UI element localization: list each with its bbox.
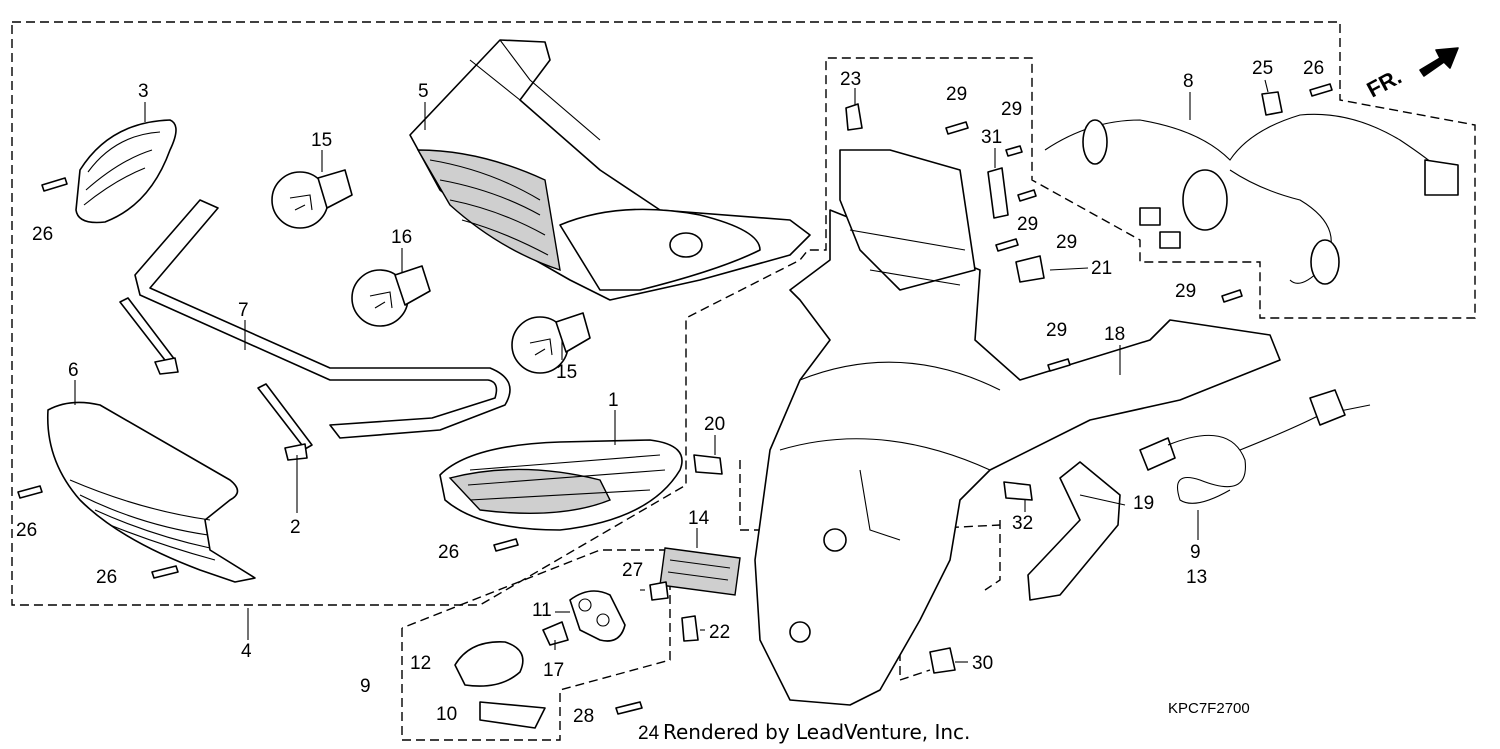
callout-29-d: 29 <box>1056 232 1077 253</box>
callout-29-a: 29 <box>946 84 967 105</box>
callout-20: 20 <box>704 414 725 435</box>
callout-11: 11 <box>532 600 552 621</box>
part-31-clamp <box>987 167 1009 219</box>
part-15-bulb-lower <box>511 312 591 374</box>
callout-1: 1 <box>608 390 619 411</box>
callout-26-d: 26 <box>438 542 459 563</box>
callout-14: 14 <box>688 508 710 529</box>
part-11-license-light <box>569 590 626 642</box>
part-6-taillight-lens-left <box>46 401 256 583</box>
callout-5: 5 <box>418 81 429 102</box>
part-22-clip <box>681 615 699 642</box>
callout-8: 8 <box>1183 71 1194 92</box>
fasteners <box>17 83 1333 715</box>
callout-28: 28 <box>573 706 594 727</box>
part-12-license-lens <box>454 641 524 687</box>
callout-24: 24 <box>638 723 660 744</box>
callout-7: 7 <box>238 300 249 321</box>
callout-21: 21 <box>1091 258 1112 279</box>
direction-label: FR. <box>1363 64 1406 103</box>
part-1-taillight-lens-right <box>439 439 683 531</box>
callout-27: 27 <box>622 560 643 581</box>
part-10-gasket <box>479 701 546 729</box>
callout-26-c: 26 <box>96 567 117 588</box>
group-outlines <box>11 21 1476 741</box>
callout-29-c: 29 <box>1017 214 1038 235</box>
front-direction-arrow: FR. <box>1363 47 1459 103</box>
callout-31: 31 <box>981 127 1002 148</box>
part-23-clip <box>845 103 863 131</box>
callout-9-group: 9 <box>360 676 371 697</box>
part-8-wire-harness <box>1044 113 1459 285</box>
part-7-seal <box>134 199 511 439</box>
part-19-bracket <box>1027 461 1121 601</box>
part-18-rear-fender <box>754 149 1281 706</box>
part-14-reflector <box>659 547 741 596</box>
callout-26-e: 26 <box>1303 58 1324 79</box>
part-15-bulb-upper <box>271 169 353 229</box>
callout-3: 3 <box>138 81 149 102</box>
callout-9-harness: 9 <box>1190 542 1201 563</box>
callout-29-f: 29 <box>1046 320 1067 341</box>
part-2-clips <box>119 297 313 461</box>
callout-labels: 1 2 3 4 5 6 7 8 9 9 10 11 12 13 14 15 15… <box>16 58 1324 744</box>
callout-15-lower: 15 <box>556 362 577 383</box>
callout-6: 6 <box>68 360 79 381</box>
callout-4: 4 <box>241 641 252 662</box>
callout-29-b: 29 <box>1001 99 1022 120</box>
callout-23: 23 <box>840 69 861 90</box>
callout-16: 16 <box>391 227 412 248</box>
callout-17: 17 <box>543 660 564 681</box>
callout-13: 13 <box>1186 567 1207 588</box>
callout-15-upper: 15 <box>311 130 332 151</box>
callout-22: 22 <box>709 622 730 643</box>
callout-30: 30 <box>972 653 993 674</box>
leader-lines <box>74 79 1269 663</box>
callout-19: 19 <box>1133 493 1154 514</box>
callout-25: 25 <box>1252 58 1273 79</box>
credit-text: Rendered by LeadVenture, Inc. <box>663 720 970 744</box>
callout-32: 32 <box>1012 513 1033 534</box>
callout-10: 10 <box>436 704 457 725</box>
part-16-bulb <box>351 265 431 327</box>
part-17-clip <box>542 621 569 646</box>
part-5-rear-cowl <box>409 39 811 301</box>
callout-18: 18 <box>1104 324 1125 345</box>
callout-26-b: 26 <box>16 520 37 541</box>
callout-29-e: 29 <box>1175 281 1196 302</box>
callout-12: 12 <box>410 653 431 674</box>
callout-2: 2 <box>290 517 301 538</box>
diagram-code: KPC7F2700 <box>1168 700 1250 717</box>
part-13-socket-harness <box>1139 389 1371 504</box>
part-3-side-reflector <box>75 119 177 224</box>
callout-26-a: 26 <box>32 224 53 245</box>
